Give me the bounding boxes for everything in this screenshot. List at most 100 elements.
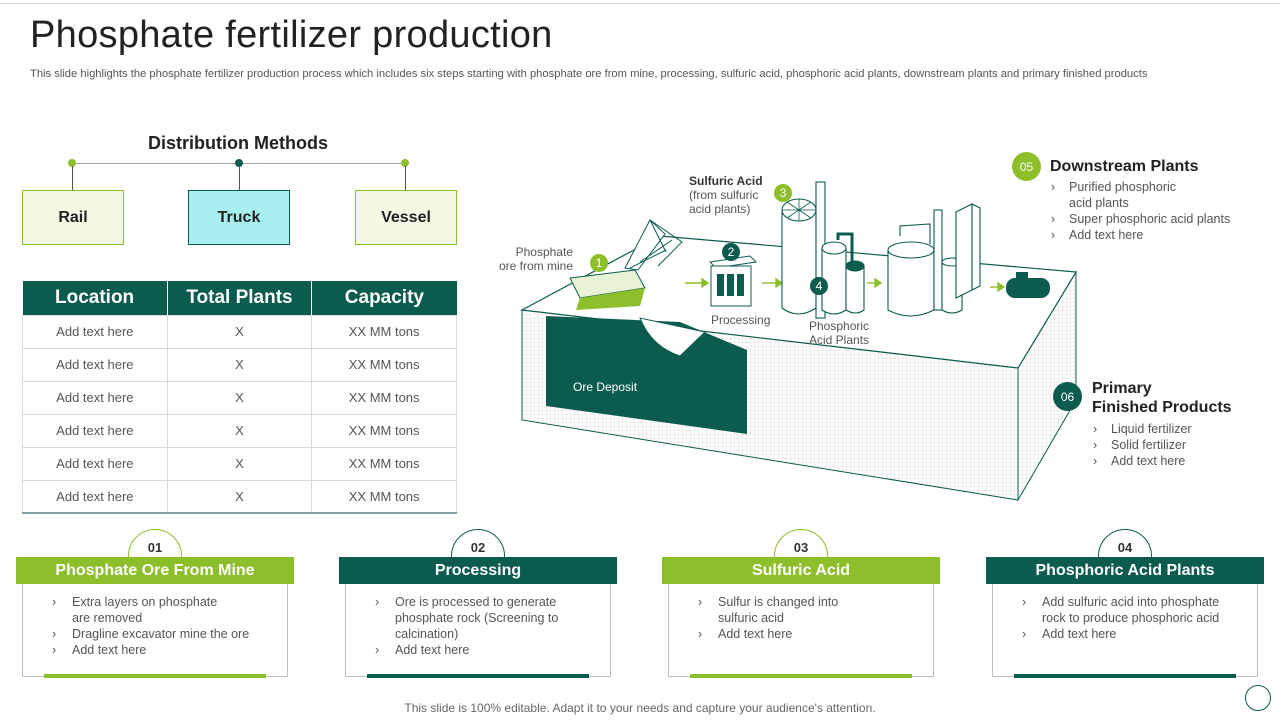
connector-dot: [68, 159, 76, 167]
step-number: 04: [1117, 540, 1133, 555]
list-item: Solid fertilizer: [1093, 437, 1253, 453]
cell-capacity: XX MM tons: [311, 446, 457, 481]
sulfuric-acid-label: Sulfuric Acid (from sulfuric acid plants…: [689, 174, 763, 216]
step-card-04: 04 Phosphoric Acid Plants Add sulfuric a…: [986, 528, 1264, 678]
page-title: Phosphate fertilizer production: [30, 14, 553, 56]
header-location: Location: [22, 281, 168, 315]
list-item: Add text here: [1051, 227, 1251, 243]
connector-dot: [401, 159, 409, 167]
list-item: Ore is processed to generate phosphate r…: [375, 594, 575, 642]
header-total-plants: Total Plants: [167, 281, 313, 315]
phosphoric-acid-plants-label: Phosphoric Acid Plants: [809, 319, 870, 347]
ore-deposit-label: Ore Deposit: [573, 380, 638, 394]
mine-pit: [639, 317, 707, 357]
processing-label: Processing: [711, 313, 771, 327]
cell-plants: X: [166, 314, 313, 349]
step-number: 03: [793, 540, 809, 555]
step-card-01: 01 Phosphate Ore From Mine Extra layers …: [16, 528, 294, 678]
step-title: Phosphoric Acid Plants: [986, 557, 1264, 584]
downstream-title: Downstream Plants: [1050, 158, 1199, 175]
phosphate-ore-label: Phosphate ore from mine: [498, 245, 573, 273]
step-accent-bar: [1014, 674, 1236, 678]
step-title: Phosphate Ore From Mine: [16, 557, 294, 584]
truck-box: Truck: [188, 190, 290, 245]
step-list: Ore is processed to generate phosphate r…: [375, 594, 595, 658]
footer-note: This slide is 100% editable. Adapt it to…: [404, 701, 876, 715]
list-item: Sulfur is changed into sulfuric acid: [698, 594, 868, 626]
header-capacity: Capacity: [311, 281, 457, 315]
primary-title: Primary Finished Products: [1092, 380, 1232, 416]
step-accent-bar: [44, 674, 266, 678]
step-list: Extra layers on phosphate are removed Dr…: [52, 594, 272, 658]
list-item: Add text here: [698, 626, 918, 642]
step-accent-bar: [690, 674, 912, 678]
step-title: Processing: [339, 557, 617, 584]
cell-plants: X: [166, 380, 313, 415]
primary-list: Liquid fertilizer Solid fertilizer Add t…: [1093, 421, 1253, 469]
cell-location: Add text here: [22, 314, 168, 349]
connector-stem: [72, 166, 73, 190]
downstream-plant-icon: [887, 203, 981, 317]
cell-location: Add text here: [22, 413, 168, 448]
cell-capacity: XX MM tons: [311, 413, 457, 448]
list-item: Add text here: [1022, 626, 1242, 642]
cell-location: Add text here: [22, 479, 168, 514]
list-item: Extra layers on phosphate are removed: [52, 594, 222, 626]
vessel-box: Vessel: [355, 190, 457, 245]
cell-plants: X: [166, 446, 313, 481]
flow-arrows: [685, 277, 1006, 293]
corner-circle-icon: [1245, 685, 1271, 711]
cell-location: Add text here: [22, 347, 168, 382]
marker-3: 3: [774, 184, 792, 202]
list-item: Purified phosphoric acid plants: [1051, 179, 1181, 211]
tanker-icon: [1006, 272, 1050, 298]
step-accent-bar: [367, 674, 589, 678]
downstream-list: Purified phosphoric acid plants Super ph…: [1051, 179, 1251, 243]
step-list: Sulfur is changed into sulfuric acid Add…: [698, 594, 918, 642]
location-table: Location Total Plants Capacity Add text …: [22, 281, 457, 514]
top-divider: [0, 3, 1280, 4]
list-item: Add text here: [375, 642, 595, 658]
ore-deposit: [546, 316, 747, 434]
list-item: Add text here: [52, 642, 272, 658]
cell-location: Add text here: [22, 380, 168, 415]
cell-capacity: XX MM tons: [311, 380, 457, 415]
cell-location: Add text here: [22, 446, 168, 481]
cell-plants: X: [166, 413, 313, 448]
cell-plants: X: [166, 347, 313, 382]
marker-4: 4: [810, 277, 828, 295]
connector-stem: [405, 166, 406, 190]
list-item: Liquid fertilizer: [1093, 421, 1253, 437]
primary-number-badge: 06: [1053, 382, 1082, 411]
page-subtitle: This slide highlights the phosphate fert…: [30, 68, 1148, 80]
cell-capacity: XX MM tons: [311, 347, 457, 382]
step-title: Sulfuric Acid: [662, 557, 940, 584]
connector-stem: [239, 166, 240, 190]
connector-dot: [235, 159, 243, 167]
marker-2: 2: [722, 243, 740, 261]
downstream-number-badge: 05: [1012, 152, 1041, 181]
step-card-02: 02 Processing Ore is processed to genera…: [339, 528, 617, 678]
sulfuric-acid-tower-icon: [781, 181, 826, 319]
rail-box: Rail: [22, 190, 124, 245]
list-item: Dragline excavator mine the ore: [52, 626, 272, 642]
marker-1: 1: [590, 254, 608, 272]
cell-plants: X: [166, 479, 313, 514]
step-number: 02: [470, 540, 486, 555]
list-item: Super phosphoric acid plants: [1051, 211, 1251, 227]
list-item: Add text here: [1093, 453, 1253, 469]
table-header-row: Location Total Plants Capacity: [22, 281, 457, 315]
step-number: 01: [147, 540, 163, 555]
step-list: Add sulfuric acid into phosphate rock to…: [1022, 594, 1242, 642]
phosphoric-acid-plant-icon: [821, 232, 865, 315]
excavator-icon: [569, 219, 683, 310]
cell-capacity: XX MM tons: [311, 479, 457, 514]
cell-capacity: XX MM tons: [311, 314, 457, 349]
list-item: Add sulfuric acid into phosphate rock to…: [1022, 594, 1237, 626]
